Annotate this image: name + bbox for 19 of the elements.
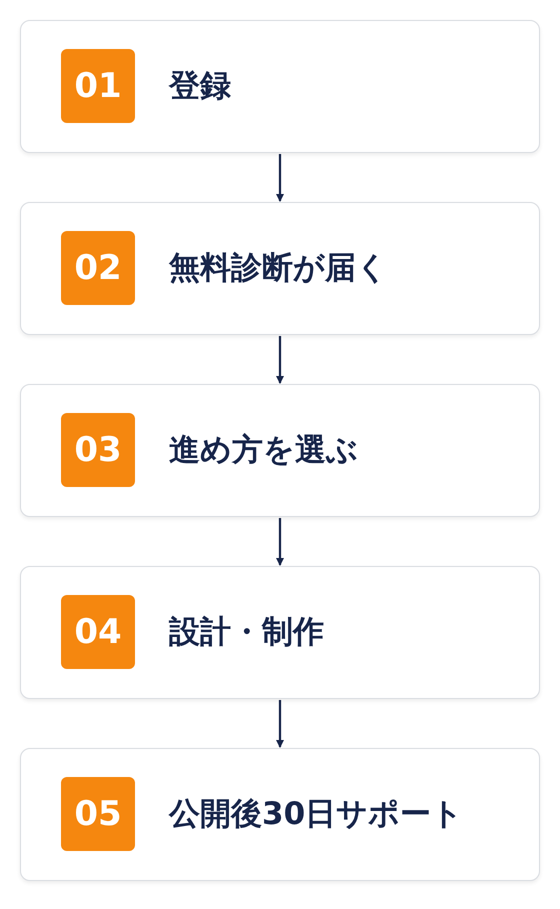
step-card bbox=[20, 384, 540, 517]
step-card bbox=[20, 20, 540, 153]
step-title: 無料診断が届く bbox=[169, 253, 388, 284]
step-number-badge: 01 bbox=[61, 49, 135, 123]
step-card bbox=[20, 202, 540, 335]
step-number-badge: 05 bbox=[61, 777, 135, 851]
step-card bbox=[20, 748, 540, 881]
step-title: 進め方を選ぶ bbox=[169, 435, 358, 466]
step-number-badge: 02 bbox=[61, 231, 135, 305]
step-number-badge: 03 bbox=[61, 413, 135, 487]
step-title: 登録 bbox=[169, 71, 231, 102]
arrow bbox=[276, 154, 284, 202]
step-card bbox=[20, 566, 540, 699]
arrow bbox=[276, 336, 284, 384]
arrow bbox=[276, 518, 284, 566]
arrow bbox=[276, 700, 284, 748]
step-number-badge: 04 bbox=[61, 595, 135, 669]
step-title: 公開後30日サポート bbox=[169, 799, 464, 830]
step-title: 設計・制作 bbox=[169, 617, 324, 648]
